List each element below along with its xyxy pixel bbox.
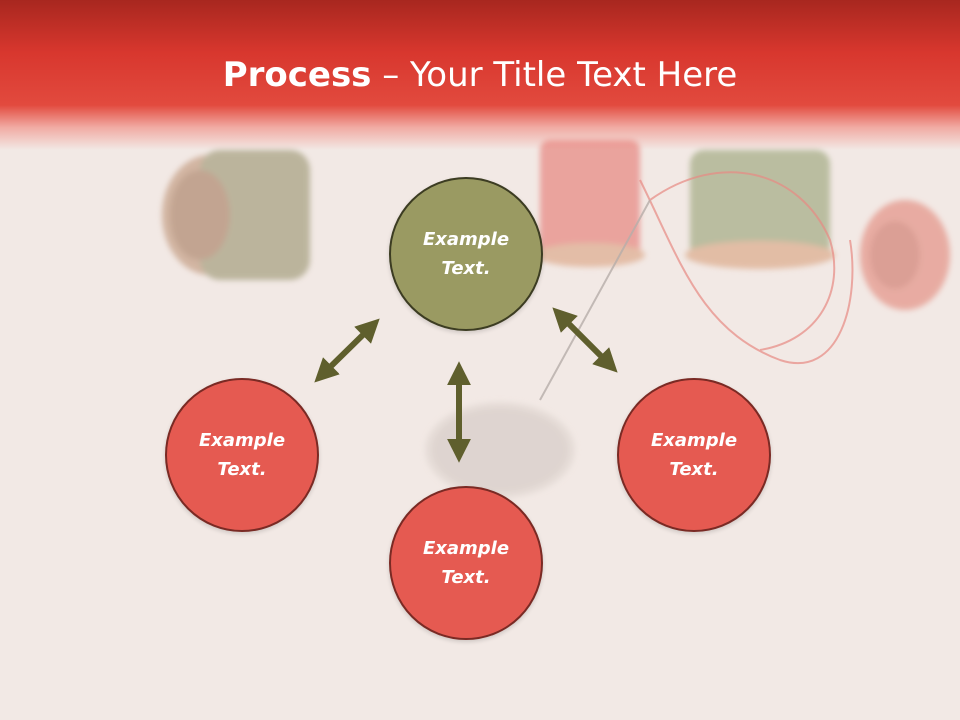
node-top-line1: Example (422, 229, 510, 250)
title-rest: – Your Title Text Here (371, 55, 738, 95)
title-bar (0, 0, 960, 150)
slide-title: Process – Your Title Text Here (0, 52, 960, 98)
node-top-line2: Text. (441, 258, 491, 279)
node-right-line1: Example (650, 430, 738, 451)
arrow-top-right (552, 307, 618, 373)
arrow-top-left (314, 318, 380, 383)
node-bottom-line2: Text. (441, 567, 491, 588)
node-right-line2: Text. (669, 459, 719, 480)
node-left-line2: Text. (217, 459, 267, 480)
title-bold: Process (222, 55, 372, 95)
node-bottom-line1: Example (422, 538, 510, 559)
node-left-line1: Example (198, 430, 286, 451)
